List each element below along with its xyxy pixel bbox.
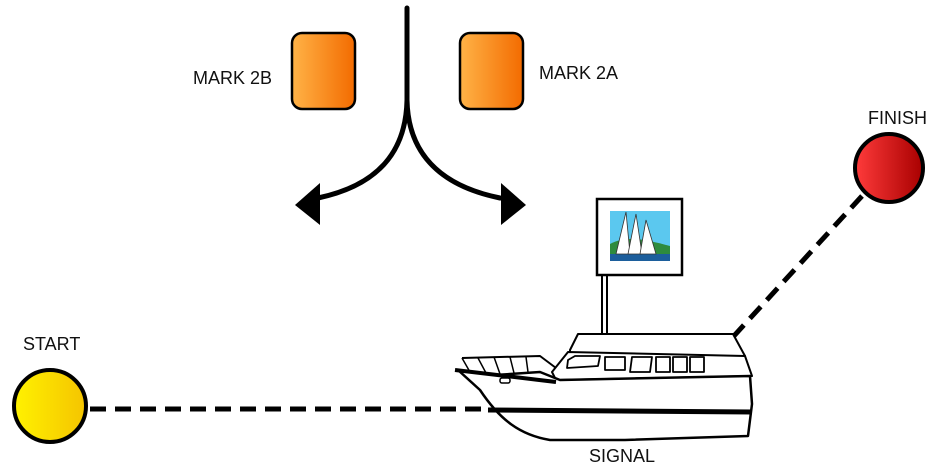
boat-rail	[461, 355, 557, 369]
start-buoy	[12, 368, 88, 444]
boat-porthole	[499, 377, 511, 384]
mark-2a-buoy	[458, 31, 525, 111]
fork-arrow-icon	[315, 5, 503, 201]
start-label: START	[23, 334, 80, 354]
sailboat-flag-icon	[595, 197, 684, 335]
boat-waterline	[487, 407, 753, 415]
finish-label: FINISH	[868, 108, 927, 128]
boat-hull	[456, 368, 754, 442]
course-right-branch	[404, 97, 503, 201]
flag-sails	[615, 211, 657, 255]
boat-bow-lines	[461, 356, 529, 375]
mark-2b-label: MARK 2B	[193, 68, 272, 88]
right-arrowhead-icon	[501, 183, 526, 225]
finish-buoy	[853, 132, 925, 204]
mark-2b-buoy	[290, 31, 357, 111]
mark-2a-label: MARK 2A	[539, 63, 618, 83]
finish-line	[698, 194, 864, 375]
flag-water	[610, 254, 670, 261]
boat-windows	[566, 355, 705, 373]
motor-yacht-icon	[456, 333, 754, 442]
signal-label: SIGNAL	[589, 446, 655, 466]
left-arrowhead-icon	[295, 183, 320, 225]
boat-hull-stripe	[454, 368, 557, 384]
course-left-branch	[315, 97, 410, 201]
